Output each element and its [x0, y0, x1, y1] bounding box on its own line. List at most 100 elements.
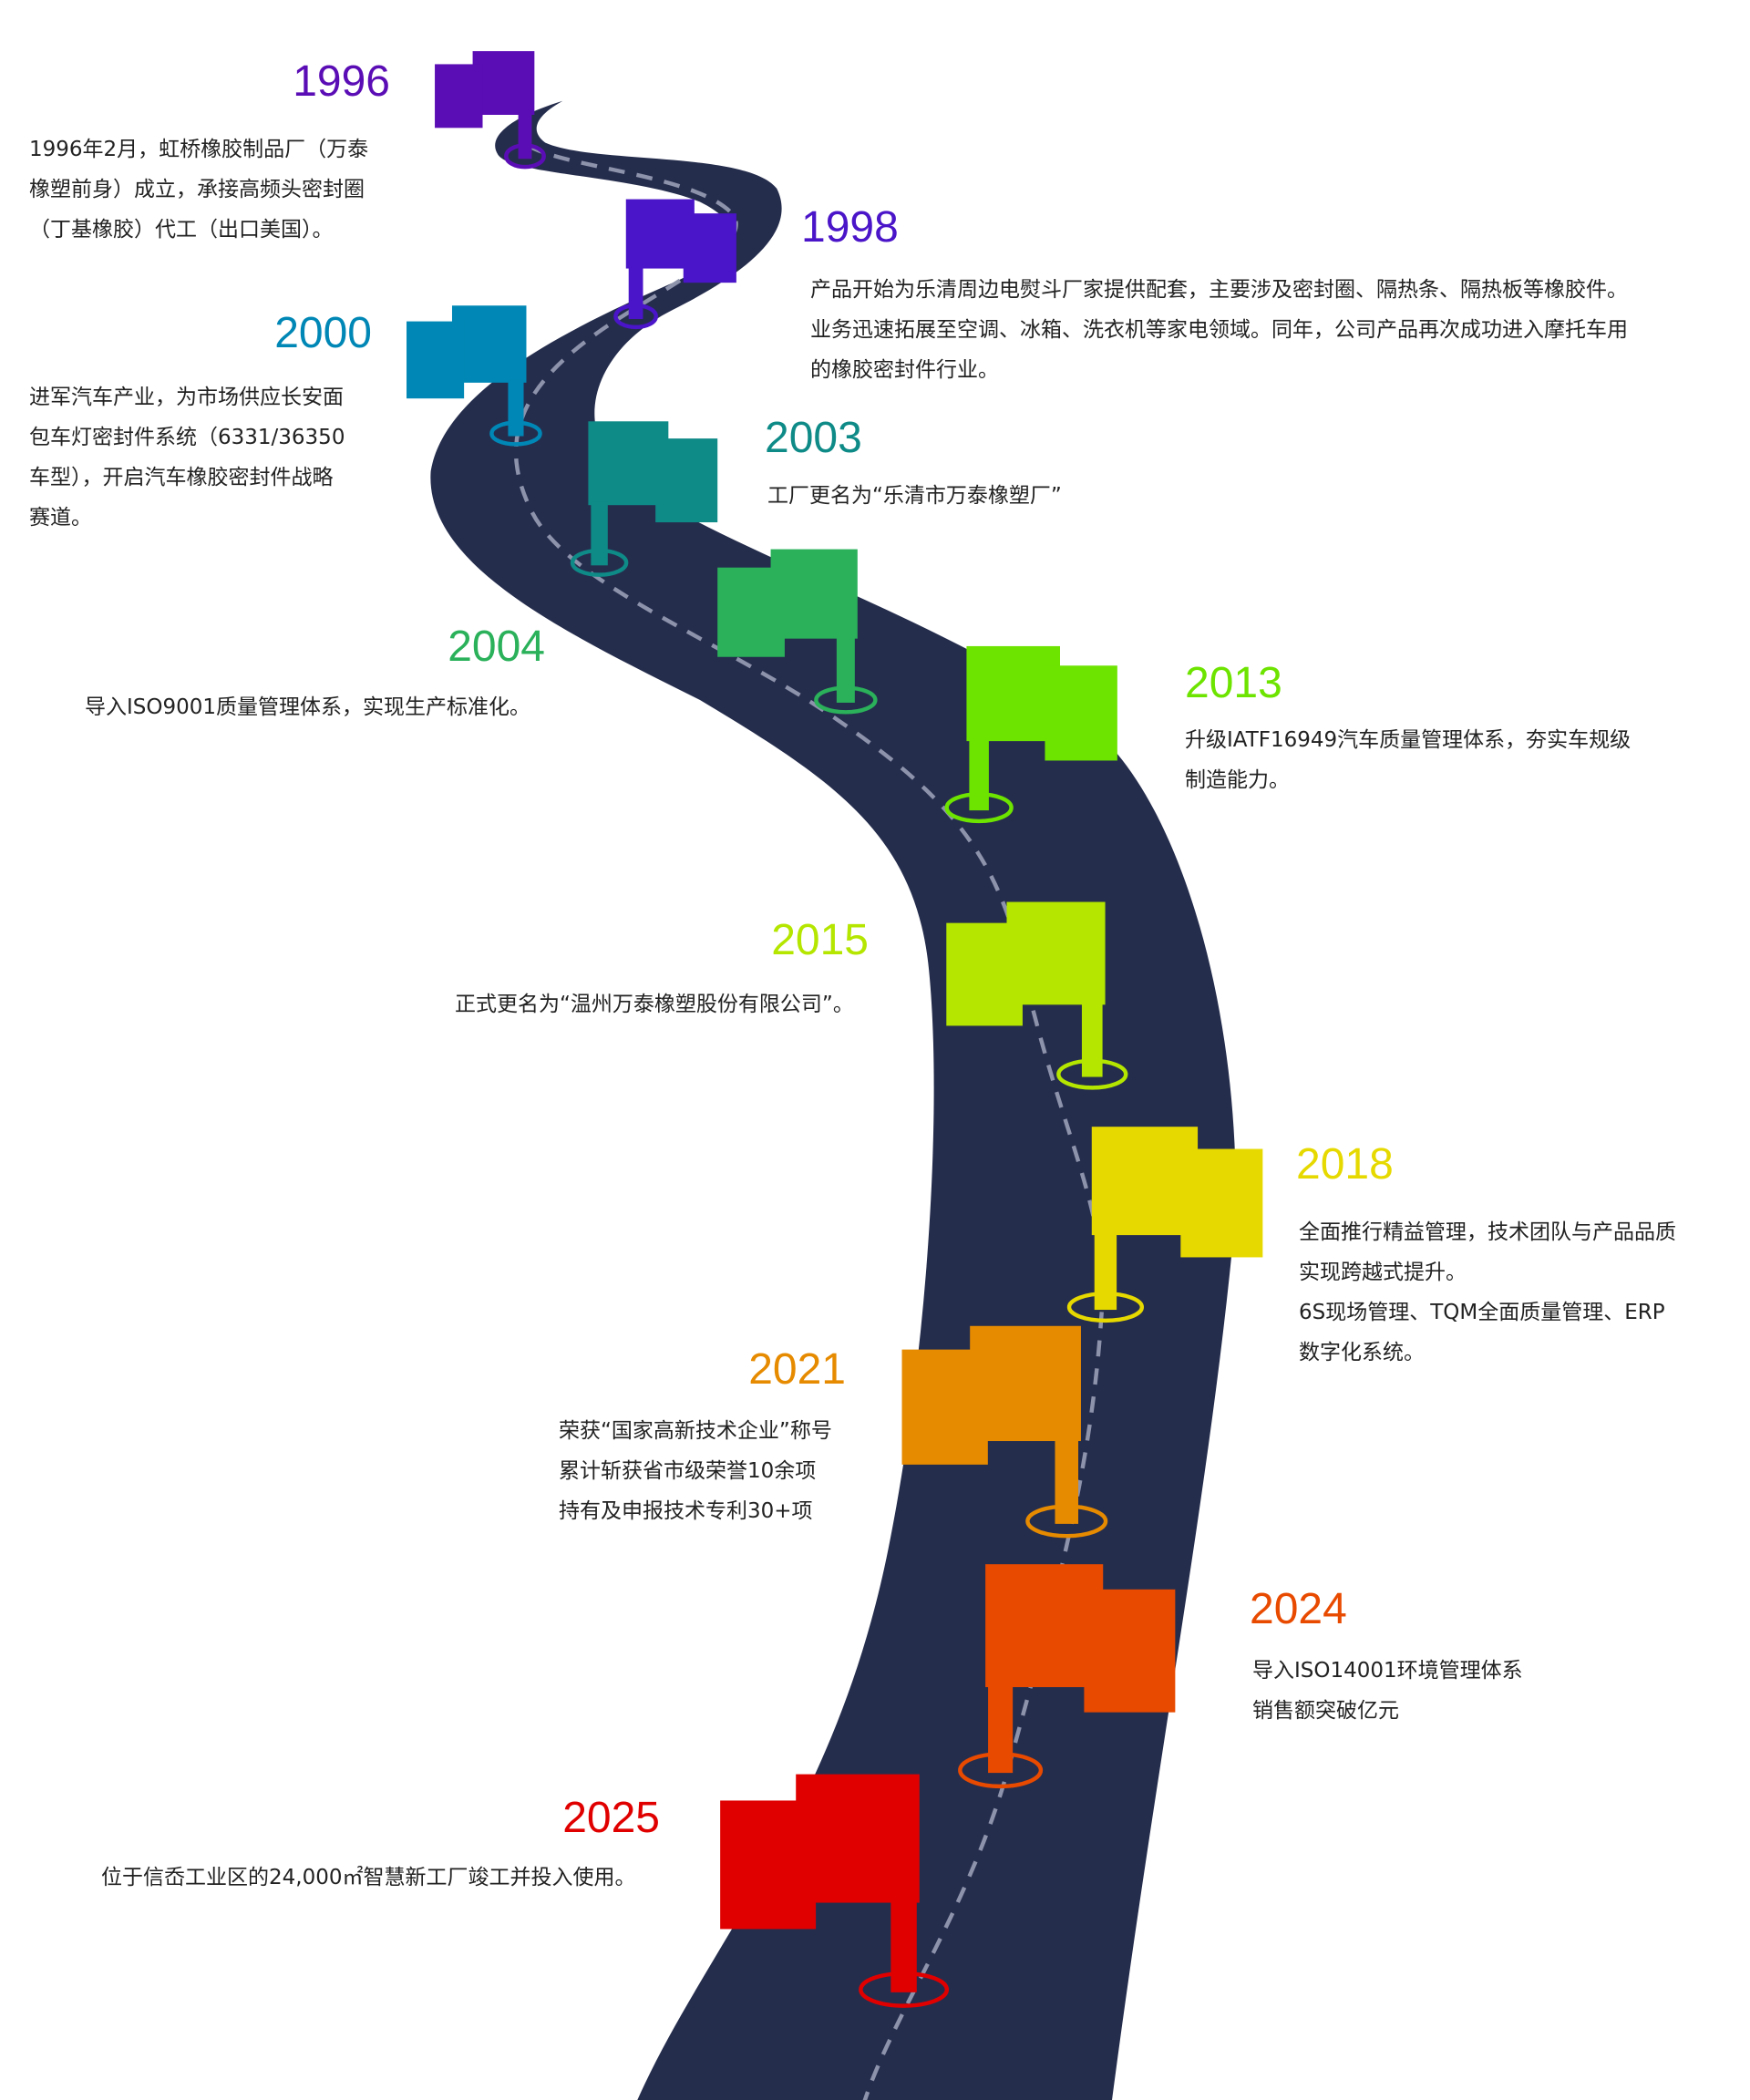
- flag-pole: [969, 737, 989, 811]
- flag-cloth-upper: [625, 199, 695, 269]
- description-line: 升级IATF16949汽车质量管理体系，夯实车规级: [1185, 728, 1632, 752]
- description-line: 位于信岙工业区的24,000㎡智慧新工厂竣工并投入使用。: [101, 1866, 636, 1889]
- flag-cloth-upper: [985, 1564, 1104, 1688]
- description-line: 1996年2月，虹桥橡胶制品厂（万泰: [29, 138, 369, 161]
- flag-2000: [407, 305, 542, 447]
- flag-cloth-upper: [970, 1325, 1081, 1442]
- description-line: 产品开始为乐清周边电熨斗厂家提供配套，主要涉及密封圈、隔热条、隔热板等橡胶件。: [810, 278, 1628, 302]
- flag-cloth-lower: [1180, 1148, 1263, 1258]
- description-line: 正式更名为“温州万泰橡塑股份有限公司”。: [455, 993, 854, 1016]
- milestone-year: 2025: [562, 1794, 660, 1842]
- flag-pole: [1094, 1230, 1117, 1311]
- description-line: 荣获“国家高新技术企业”称号: [559, 1419, 832, 1443]
- milestone-year: 2003: [765, 414, 862, 462]
- milestone-ring-marker: [814, 685, 878, 715]
- description-line: 进军汽车产业，为市场供应长安面: [29, 386, 344, 409]
- milestone-year: 2013: [1185, 659, 1282, 707]
- milestone-description: 升级IATF16949汽车质量管理体系，夯实车规级制造能力。: [1185, 720, 1631, 800]
- flag-pole: [508, 379, 524, 437]
- description-line: 业务迅速拓展至空调、冰箱、洗衣机等家电领域。同年，公司产品再次成功进入摩托车用: [810, 318, 1628, 342]
- flag-cloth-lower: [1084, 1589, 1176, 1713]
- milestone-description: 工厂更名为“乐清市万泰橡塑厂”: [767, 476, 1062, 516]
- flag-cloth-lower: [1045, 665, 1117, 761]
- flag-2025: [720, 1774, 950, 2008]
- milestone-year: 2021: [748, 1345, 846, 1394]
- flag-cloth-upper: [770, 549, 858, 639]
- milestone-ring-marker: [1066, 1292, 1145, 1323]
- milestone-ring-marker: [958, 1752, 1044, 1789]
- milestone-description: 导入ISO14001环境管理体系销售额突破亿元: [1252, 1651, 1523, 1731]
- milestone-ring-marker: [489, 420, 542, 447]
- flag-cloth-lower: [435, 64, 483, 129]
- flag-pole: [836, 635, 855, 703]
- milestone-ring-marker: [944, 792, 1014, 824]
- milestone-year: 2000: [274, 309, 372, 357]
- description-line: 的橡胶密封件行业。: [810, 358, 999, 382]
- description-line: 累计斩获省市级荣誉10余项: [559, 1459, 817, 1483]
- description-line: 包车灯密封件系统（6331/36350: [29, 426, 345, 449]
- flag-pole: [890, 1898, 917, 1992]
- milestone-description: 全面推行精益管理，技术团队与产品品质实现跨越式提升。 6S现场管理、TQM全面质量…: [1299, 1212, 1676, 1373]
- flag-2015: [946, 901, 1128, 1090]
- flag-cloth-lower: [946, 922, 1023, 1026]
- milestone-ring-marker: [1056, 1058, 1128, 1090]
- milestone-description: 荣获“国家高新技术企业”称号累计斩获省市级荣誉10余项持有及申报技术专利30+项: [559, 1411, 832, 1531]
- flag-pole: [1055, 1436, 1079, 1524]
- milestone-ring-marker: [570, 548, 629, 577]
- description-line: 销售额突破亿元: [1252, 1699, 1399, 1723]
- flag-pole: [518, 112, 532, 160]
- flag-cloth-upper: [1006, 901, 1106, 1005]
- flag-2004: [717, 549, 878, 715]
- description-line: 全面推行精益管理，技术团队与产品品质: [1299, 1220, 1676, 1244]
- milestone-year: 1996: [293, 57, 390, 106]
- milestone-ring-marker: [859, 1971, 950, 2008]
- flag-cloth-lower: [683, 213, 736, 283]
- flag-2003: [570, 421, 718, 577]
- flag-cloth-lower: [407, 321, 465, 399]
- flag-cloth-lower: [717, 567, 785, 657]
- milestone-description: 正式更名为“温州万泰橡塑股份有限公司”。: [455, 984, 854, 1024]
- description-line: （丁基橡胶）代工（出口美国）。: [29, 218, 334, 242]
- description-line: 工厂更名为“乐清市万泰橡塑厂”: [767, 484, 1062, 508]
- flag-pole: [591, 501, 608, 566]
- description-line: 橡塑前身）成立，承接高频头密封圈: [29, 178, 365, 201]
- description-line: 赛道。: [29, 506, 92, 530]
- description-line: 持有及申报技术专利30+项: [559, 1499, 813, 1523]
- milestone-year: 2004: [448, 623, 545, 671]
- description-line: 导入ISO9001质量管理体系，实现生产标准化。: [85, 695, 531, 719]
- milestone-description: 位于信岙工业区的24,000㎡智慧新工厂竣工并投入使用。: [101, 1858, 635, 1898]
- milestone-ring-marker: [613, 304, 658, 330]
- flag-pole: [1081, 1001, 1103, 1077]
- milestone-description: 进军汽车产业，为市场供应长安面包车灯密封件系统（6331/36350 车型），开启…: [29, 377, 345, 538]
- description-line: 6S现场管理、TQM全面质量管理、ERP: [1299, 1301, 1665, 1324]
- flag-cloth-upper: [588, 421, 669, 506]
- milestone-description: 产品开始为乐清周边电熨斗厂家提供配套，主要涉及密封圈、隔热条、隔热板等橡胶件。业…: [810, 270, 1628, 390]
- description-line: 实现跨越式提升。: [1299, 1261, 1467, 1284]
- description-line: 导入ISO14001环境管理体系: [1252, 1659, 1523, 1683]
- milestone-ring-marker: [1025, 1504, 1108, 1539]
- flag-2018: [1066, 1127, 1263, 1323]
- milestone-description: 导入ISO9001质量管理体系，实现生产标准化。: [85, 687, 530, 727]
- flag-pole: [988, 1683, 1014, 1774]
- milestone-year: 2024: [1250, 1585, 1347, 1633]
- description-line: 制造能力。: [1185, 768, 1290, 792]
- flag-cloth-upper: [966, 645, 1060, 742]
- flag-1996: [435, 51, 546, 170]
- flag-cloth-lower: [901, 1349, 988, 1465]
- flag-cloth-lower: [720, 1800, 817, 1930]
- milestone-description: 1996年2月，虹桥橡胶制品厂（万泰橡塑前身）成立，承接高频头密封圈 （丁基橡胶）…: [29, 129, 368, 250]
- milestone-year: 1998: [801, 203, 899, 252]
- flag-cloth-upper: [1091, 1127, 1199, 1236]
- description-line: 车型），开启汽车橡胶密封件战略: [29, 466, 334, 489]
- flag-1998: [613, 199, 736, 330]
- flag-cloth-lower: [655, 438, 718, 523]
- flag-2013: [944, 645, 1117, 824]
- milestone-ring-marker: [504, 143, 546, 170]
- flag-2024: [958, 1564, 1176, 1789]
- milestone-year: 2015: [771, 916, 869, 964]
- flag-2021: [901, 1325, 1108, 1539]
- flag-cloth-upper: [451, 305, 527, 383]
- flag-cloth-upper: [796, 1774, 920, 1903]
- flag-pole: [628, 265, 643, 320]
